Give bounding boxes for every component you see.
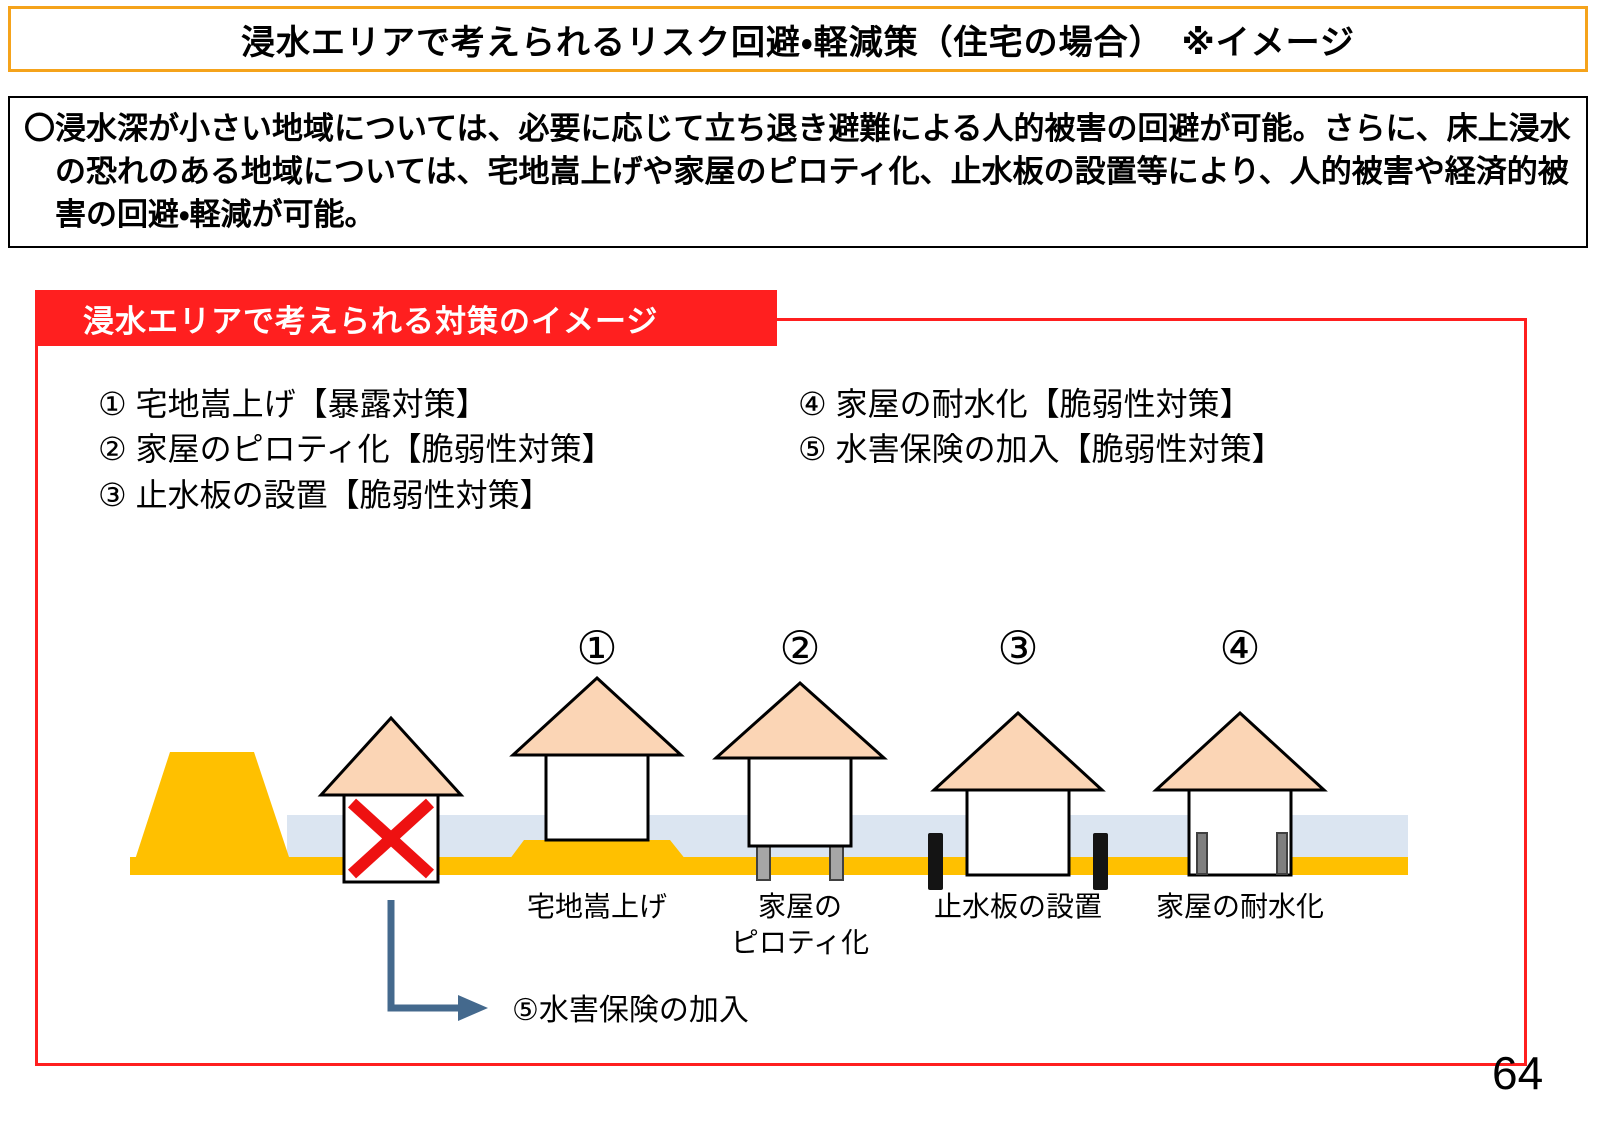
panel-header: 浸水エリアで考えられる対策のイメージ: [35, 290, 777, 346]
waterproof-strip-right: [1276, 832, 1288, 875]
flood-measures-diagram: ① 宅地嵩上げ ② 家屋の ピロティ化 ③ 止水板の設置: [130, 622, 1408, 1027]
insurance-label: ⑤水害保険の加入: [512, 994, 749, 1027]
piloti-house: ② 家屋の ピロティ化: [712, 622, 888, 958]
measure-item-5: ⑤ 水害保険の加入【脆弱性対策】: [798, 431, 1284, 468]
page-title: 浸水エリアで考えられるリスク回避・軽減策（住宅の場合） ※イメージ: [241, 23, 1355, 62]
floodgate-board-right: [1093, 833, 1108, 890]
waterproof-house: ④ 家屋の耐水化: [1152, 622, 1328, 922]
waterproof-house-roof: [1152, 710, 1328, 792]
waterproof-strip-left: [1196, 832, 1208, 875]
measure-item-4: ④ 家屋の耐水化【脆弱性対策】: [798, 386, 1252, 422]
title-bar: 浸水エリアで考えられるリスク回避・軽減策（住宅の場合） ※イメージ: [8, 6, 1588, 72]
measure-list-right: ④ 家屋の耐水化【脆弱性対策】 ⑤ 水害保険の加入【脆弱性対策】: [798, 382, 1284, 473]
marker-4: ④: [1219, 622, 1260, 674]
raised-ground-house: ① 宅地嵩上げ: [498, 622, 698, 922]
piloti-stilt-right: [829, 845, 844, 881]
measure-list-left: ① 宅地嵩上げ【暴露対策】 ② 家屋のピロティ化【脆弱性対策】 ③ 止水板の設置…: [98, 382, 614, 518]
page-number: 64: [1492, 1047, 1544, 1099]
floodgate-house: ③ 止水板の設置: [928, 622, 1108, 922]
flooded-house: [317, 715, 465, 884]
marker-2: ②: [779, 622, 820, 674]
marker-1: ①: [576, 622, 617, 674]
floodgate-board-left: [928, 833, 943, 890]
insurance-arrow-line: [387, 900, 460, 1012]
measures-panel: [35, 318, 1527, 1066]
measure-item-1: ① 宅地嵩上げ【暴露対策】: [98, 386, 488, 422]
measure-item-2: ② 家屋のピロティ化【脆弱性対策】: [98, 431, 614, 468]
raised-house-roof: [509, 675, 685, 757]
insurance-callout: ⑤水害保険の加入: [387, 900, 749, 1027]
floodgate-house-label: 止水板の設置: [934, 891, 1102, 922]
summary-text: 〇浸水深が小さい地域については、必要に応じて立ち退き避難による人的被害の回避が可…: [24, 111, 1571, 232]
marker-3: ③: [997, 622, 1038, 674]
raised-ground-mound: [498, 840, 698, 875]
floodgate-house-body: [965, 788, 1071, 877]
summary-box: 〇浸水深が小さい地域については、必要に応じて立ち退き避難による人的被害の回避が可…: [8, 96, 1588, 248]
piloti-house-body: [747, 756, 853, 848]
piloti-house-label-1: 家屋の: [758, 891, 842, 922]
floodgate-house-roof: [930, 710, 1106, 792]
piloti-stilt-left: [756, 845, 771, 881]
flooded-house-roof: [317, 715, 465, 797]
raised-house-body: [544, 753, 650, 842]
red-cross-stroke-2: [347, 798, 435, 879]
levee-embankment: [130, 752, 295, 875]
measure-item-3: ③ 止水板の設置【脆弱性対策】: [98, 476, 552, 513]
piloti-house-label-2: ピロティ化: [731, 927, 869, 958]
panel-header-label: 浸水エリアで考えられる対策のイメージ: [83, 303, 659, 339]
piloti-house-roof: [712, 680, 888, 760]
raised-house-label: 宅地嵩上げ: [527, 891, 667, 922]
insurance-arrow-head: [458, 995, 488, 1021]
waterproof-house-label: 家屋の耐水化: [1156, 891, 1324, 922]
